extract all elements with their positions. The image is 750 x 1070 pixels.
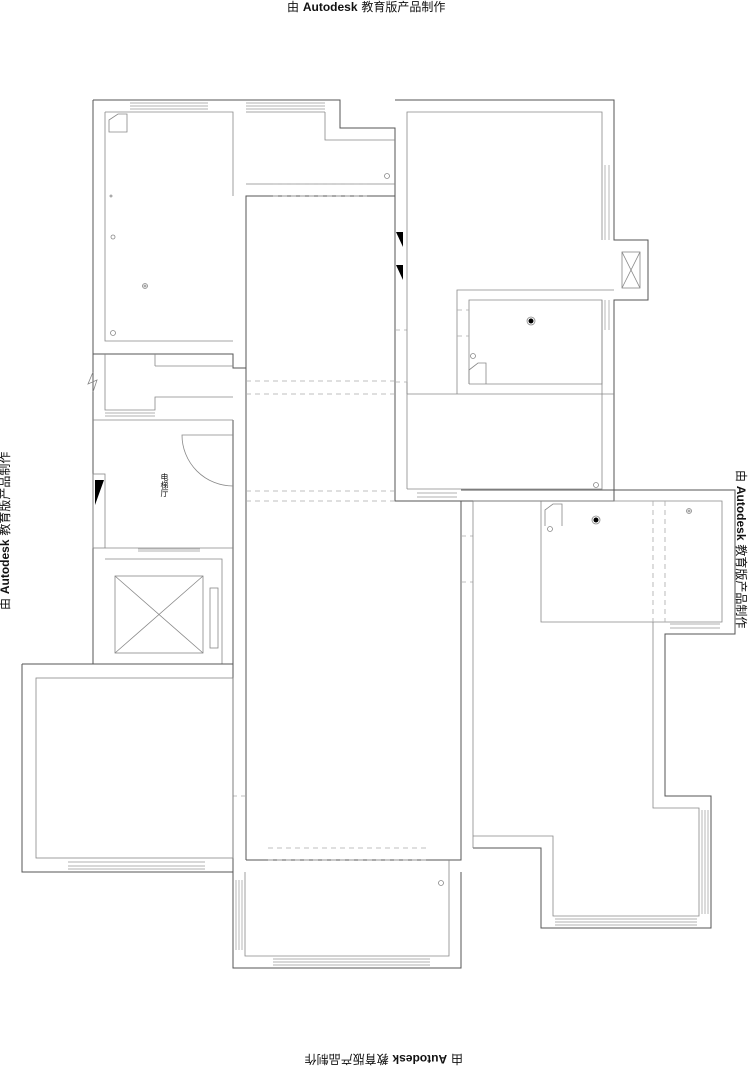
room-right [461, 489, 736, 929]
room-label-elevator-hall: 电梯厅 [160, 473, 169, 497]
watermark-suffix: 教育版产品制作 [361, 0, 446, 14]
room-upper-left [92, 99, 403, 369]
elevator-hall-label: 电梯厅 [160, 473, 169, 497]
elevator-hall [87, 354, 234, 665]
watermark-brand: Autodesk [302, 0, 358, 14]
room-lower-left [21, 663, 234, 873]
central-area [232, 196, 473, 861]
watermark-top: 由 Autodesk 教育版产品制作 [287, 0, 445, 14]
room-upper-right [395, 99, 649, 502]
watermark-prefix: 由 [287, 0, 300, 14]
balcony-bottom [232, 860, 462, 969]
